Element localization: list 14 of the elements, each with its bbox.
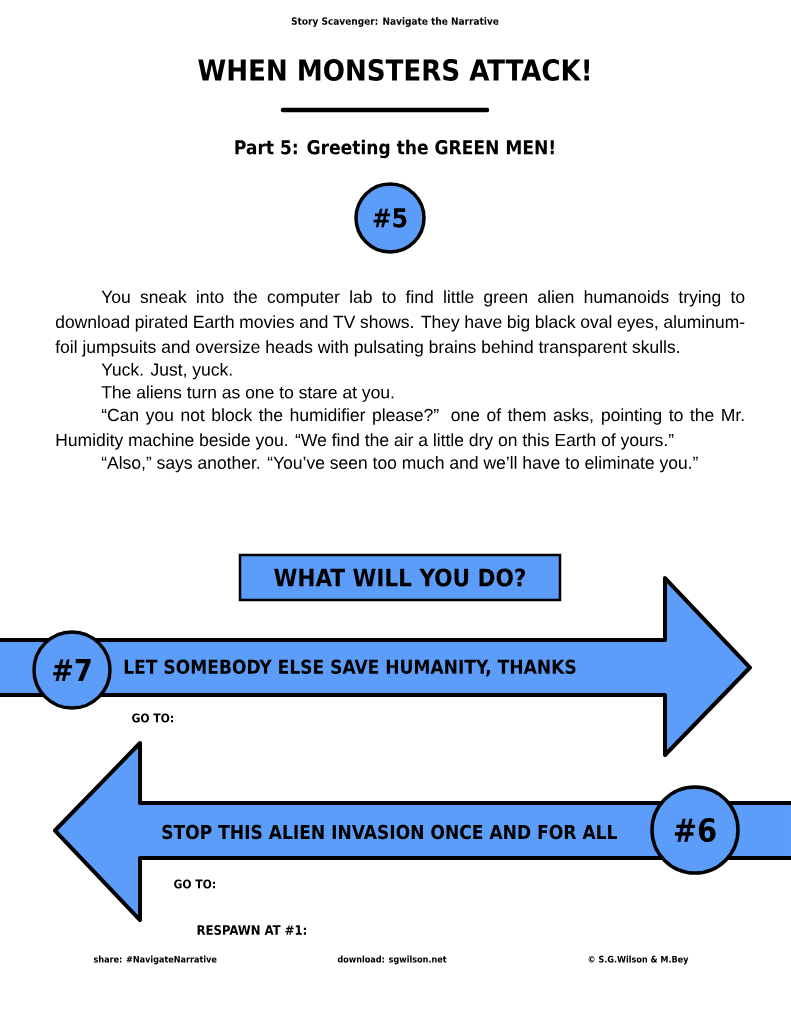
footer-text: download: sgwilson.net [337, 955, 447, 965]
page-title: WHEN MONSTERS ATTACK! [198, 59, 589, 81]
story-paragraph: “Can you not block the humidifier please?” one of them asks, pointing to the Mr. Humidity machine beside you. “We find the air a little dry on this Earth of yours.” [56, 408, 744, 450]
footer-text: © S.G.Wilson & M.Bey [588, 955, 689, 965]
story-paragraph: “Also,” says another. “You’ve seen too much and we’ll have to eliminate you.” [101, 456, 698, 473]
story-paragraph: Yuck. Just, yuck. [101, 362, 232, 380]
story-paragraph: You sneak into the computer lab to find little green alien humanoids trying to download pirated Earth movies and TV shows. They have big black oval eyes, aluminum-foil jumpsuits and oversize heads with pulsating brains behind transparent skulls. [55, 290, 745, 357]
part-heading: Part 5: Greeting the GREEN MEN! [235, 139, 554, 159]
go-to-label: GO TO: [174, 879, 215, 889]
story-paragraph: The aliens turn as one to stare at you. [101, 385, 394, 402]
footer-text: share: #NavigateNarrative [93, 955, 217, 965]
go-to-label: GO TO: [132, 713, 173, 723]
question-box: WHAT WILL YOU DO? [238, 553, 562, 602]
series-title: Story Scavenger: Navigate the Narrative [291, 17, 499, 27]
